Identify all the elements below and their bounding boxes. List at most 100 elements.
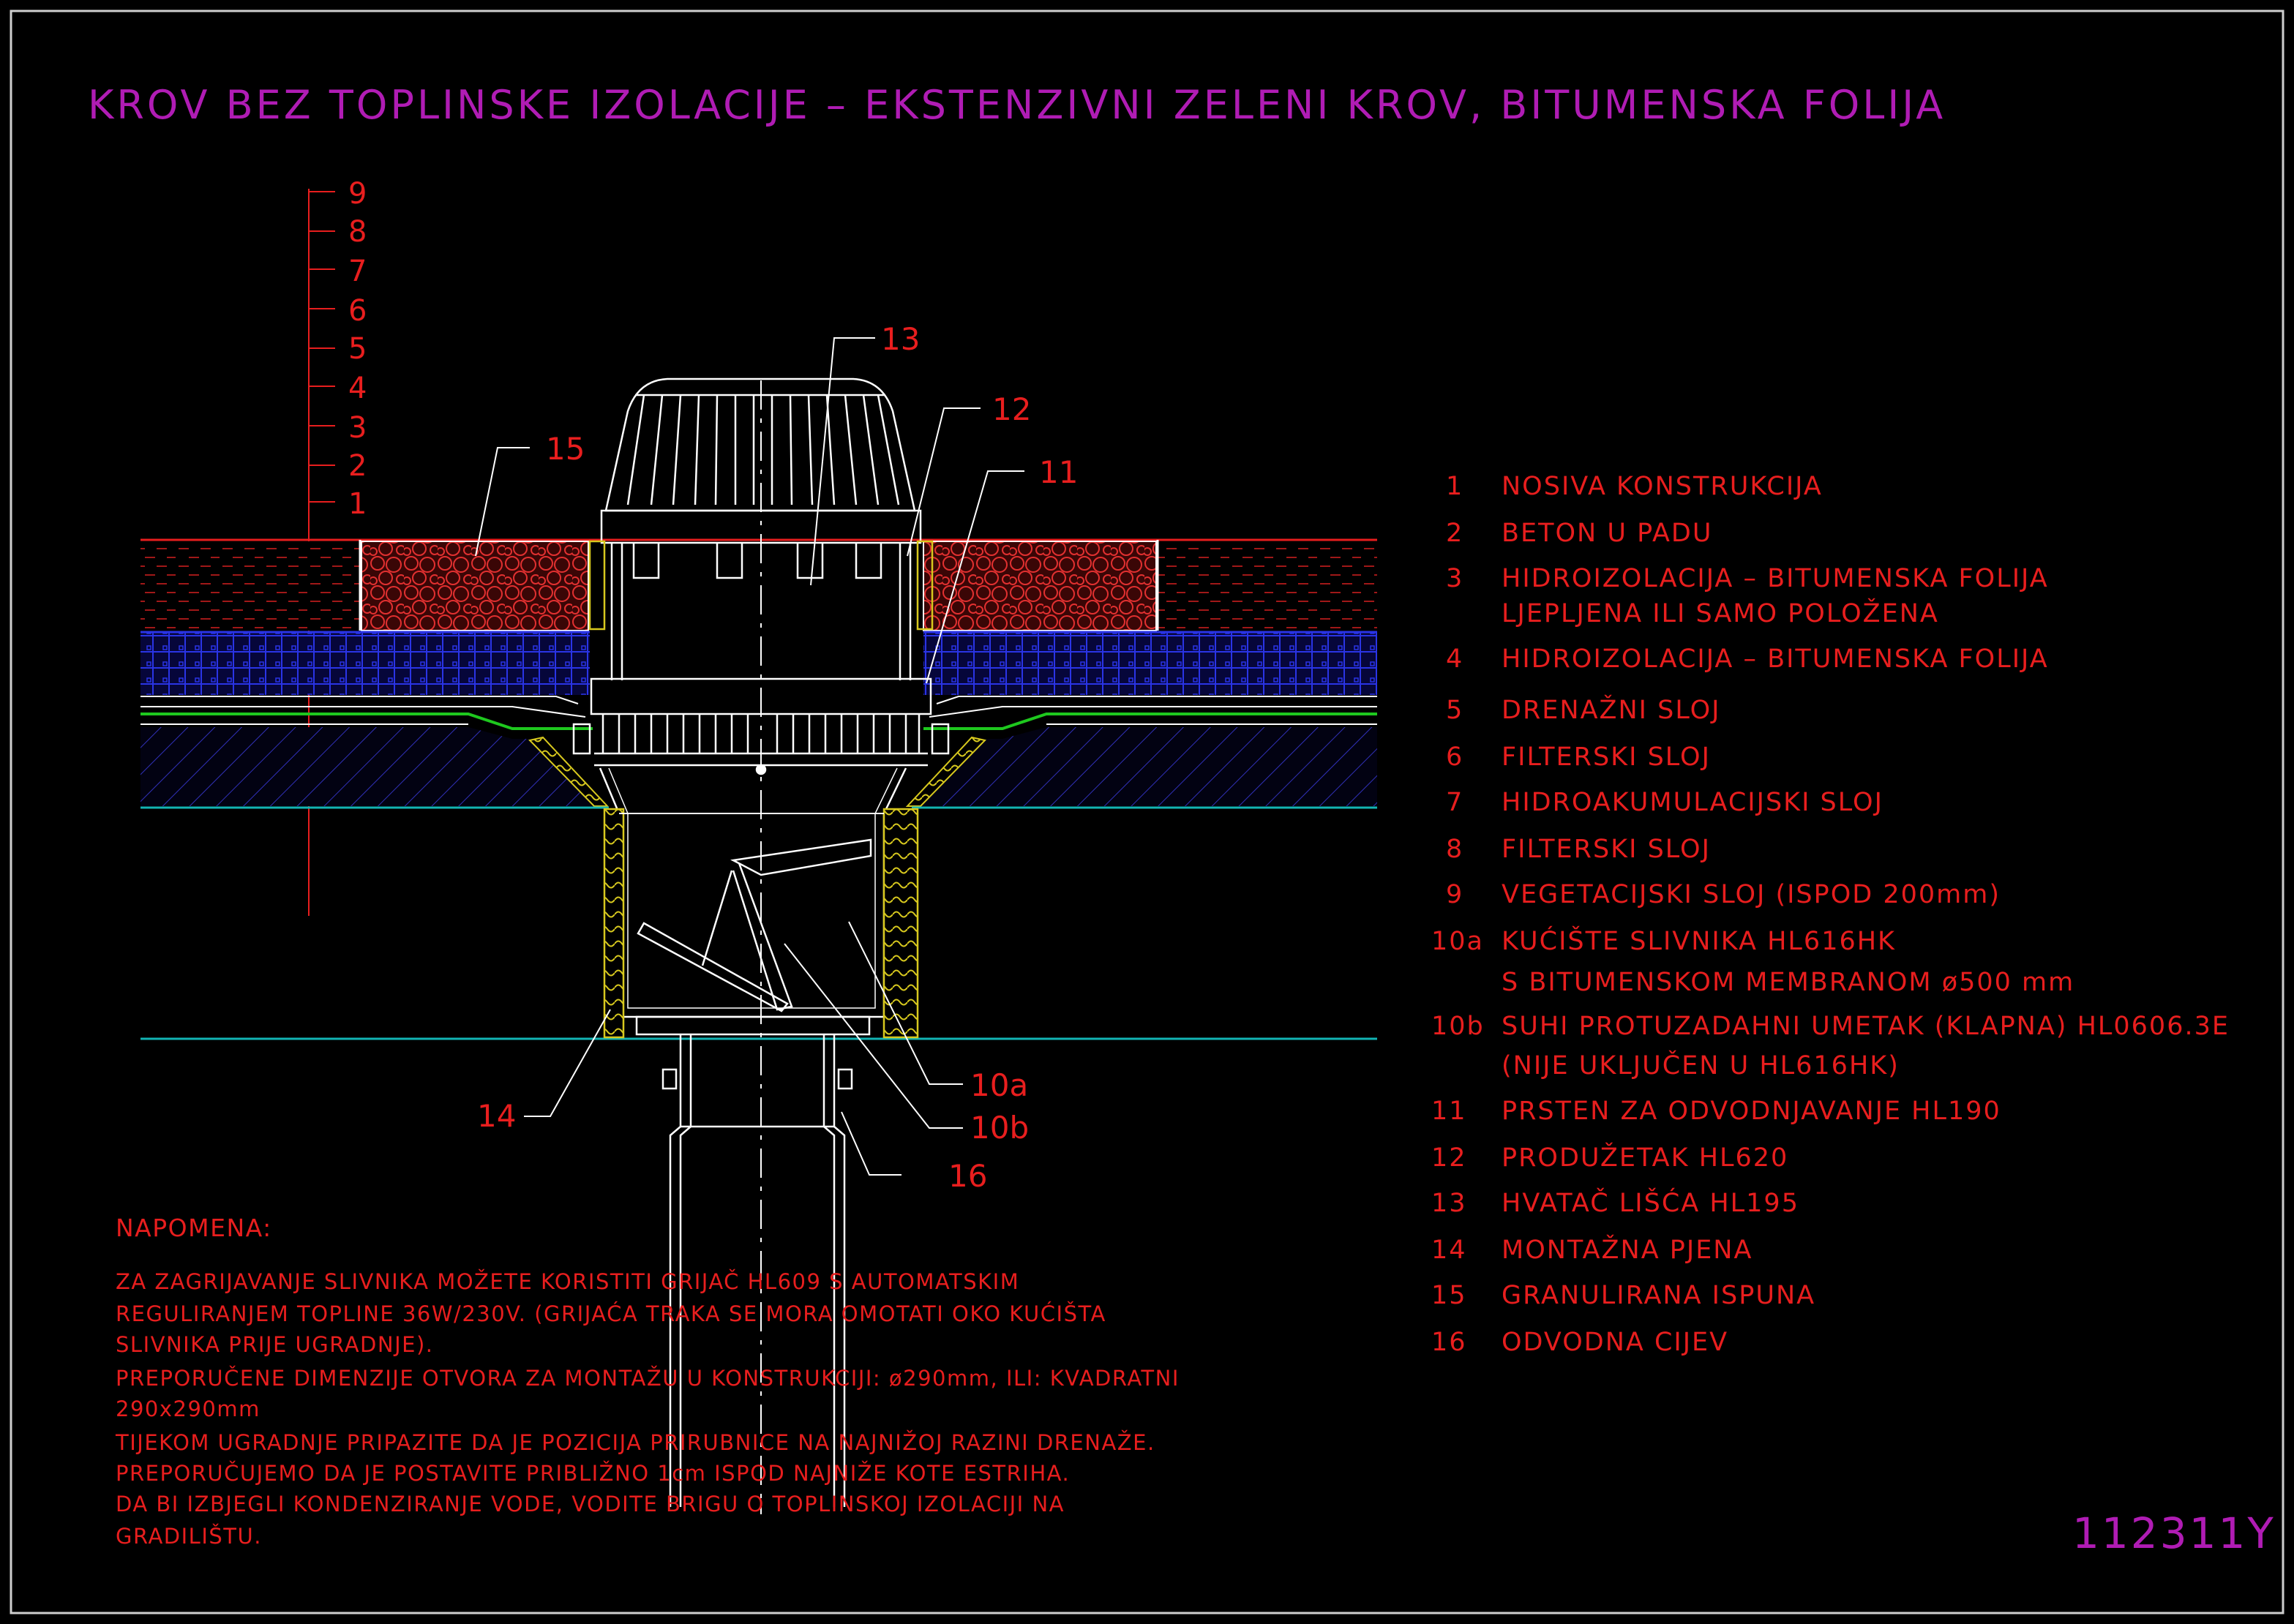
svg-text:FILTERSKI SLOJ: FILTERSKI SLOJ: [1502, 835, 1711, 864]
svg-text:HIDROIZOLACIJA – BITUMENSKA FO: HIDROIZOLACIJA – BITUMENSKA FOLIJA: [1502, 564, 2049, 593]
legend: 1 NOSIVA KONSTRUKCIJA 2 BETON U PADU 3 H…: [1431, 472, 2230, 1357]
note-line-2: REGULIRANJEM TOPLINE 36W/230V. (GRIJAĆA …: [116, 1301, 1106, 1326]
svg-text:PRODUŽETAK HL620: PRODUŽETAK HL620: [1502, 1142, 1788, 1173]
svg-text:SUHI PROTUZADAHNI UMETAK (KLAP: SUHI PROTUZADAHNI UMETAK (KLAPNA) HL0606…: [1502, 1012, 2230, 1041]
callout-10a: 10a: [970, 1067, 1028, 1103]
scale-label-4: 4: [348, 372, 367, 405]
svg-text:VEGETACIJSKI SLOJ (ISPOD 200mm: VEGETACIJSKI SLOJ (ISPOD 200mm): [1502, 880, 2001, 909]
svg-text:MONTAŽNA PJENA: MONTAŽNA PJENA: [1502, 1234, 1753, 1265]
legend-item-12: 12 PRODUŽETAK HL620: [1431, 1142, 1788, 1173]
svg-text:HIDROIZOLACIJA – BITUMENSKA FO: HIDROIZOLACIJA – BITUMENSKA FOLIJA: [1502, 644, 2049, 674]
svg-text:KUĆIŠTE SLIVNIKA HL616HK: KUĆIŠTE SLIVNIKA HL616HK: [1502, 925, 1896, 956]
drawing-frame: [10, 10, 2284, 1614]
svg-text:S BITUMENSKOM MEMBRANOM ø500 m: S BITUMENSKOM MEMBRANOM ø500 mm: [1502, 968, 2074, 997]
legend-item-10a: 10a KUĆIŠTE SLIVNIKA HL616HK S BITUMENSK…: [1431, 925, 2074, 997]
svg-text:BETON U PADU: BETON U PADU: [1502, 519, 1712, 548]
svg-text:13: 13: [1431, 1189, 1467, 1218]
note-line-8: DA BI IZBJEGLI KONDENZIRANJE VODE, VODIT…: [116, 1492, 1065, 1516]
svg-text:3: 3: [1446, 564, 1463, 593]
drawing-code: 112311Y: [2072, 1508, 2276, 1558]
note-line-7: PREPORUČUJEMO DA JE POSTAVITE PRIBLIŽNO …: [116, 1461, 1070, 1486]
hydro-accumulation-right: [923, 632, 1377, 695]
callout-14: 14: [477, 1098, 516, 1134]
callout-16: 16: [948, 1158, 987, 1194]
scale-label-7: 7: [348, 255, 367, 288]
extension-tube: [588, 540, 934, 680]
callout-labels: 13 12 11 15 14 10a 10b 16: [477, 321, 1078, 1194]
svg-text:GRANULIRANA ISPUNA: GRANULIRANA ISPUNA: [1502, 1281, 1815, 1310]
backflow-flap: [637, 838, 872, 1012]
legend-item-1: 1 NOSIVA KONSTRUKCIJA: [1446, 472, 1823, 501]
svg-text:10b: 10b: [1431, 1012, 1485, 1041]
legend-item-5: 5 DRENAŽNI SLOJ: [1446, 694, 1720, 725]
legend-item-15: 15 GRANULIRANA ISPUNA: [1431, 1281, 1815, 1310]
note-line-4: PREPORUČENE DIMENZIJE OTVORA ZA MONTAŽU …: [116, 1366, 1180, 1391]
legend-item-10b: 10b SUHI PROTUZADAHNI UMETAK (KLAPNA) HL…: [1431, 1012, 2230, 1080]
svg-text:11: 11: [1431, 1097, 1467, 1126]
legend-item-9: 9 VEGETACIJSKI SLOJ (ISPOD 200mm): [1446, 880, 2001, 909]
legend-item-2: 2 BETON U PADU: [1446, 519, 1712, 548]
legend-item-8: 8 FILTERSKI SLOJ: [1446, 835, 1711, 864]
svg-text:PRSTEN ZA ODVODNJAVANJE HL190: PRSTEN ZA ODVODNJAVANJE HL190: [1502, 1097, 2001, 1126]
concrete-left: [140, 727, 609, 806]
svg-text:1: 1: [1446, 472, 1463, 501]
scale-label-1: 1: [348, 487, 367, 521]
layer-scale-labels: 1 2 3 4 5 6 7 8 9: [348, 177, 367, 521]
svg-text:14: 14: [1431, 1236, 1467, 1265]
note-block: NAPOMENA: ZA ZAGRIJAVANJE SLIVNIKA MOŽET…: [115, 1214, 1180, 1549]
legend-item-11: 11 PRSTEN ZA ODVODNJAVANJE HL190: [1431, 1097, 2001, 1126]
drain-housing: [599, 767, 919, 1039]
scale-label-8: 8: [348, 215, 367, 249]
note-line-1: ZA ZAGRIJAVANJE SLIVNIKA MOŽETE KORISTIT…: [116, 1269, 1019, 1294]
drawing-title: KROV BEZ TOPLINSKE IZOLACIJE – EKSTENZIV…: [88, 82, 1946, 128]
svg-text:15: 15: [1431, 1281, 1467, 1310]
callout-leaders: [475, 337, 1024, 1176]
scale-label-3: 3: [348, 411, 367, 445]
drain-assembly: [572, 377, 950, 1514]
scale-label-5: 5: [348, 332, 367, 366]
svg-text:ODVODNA CIJEV: ODVODNA CIJEV: [1502, 1328, 1728, 1357]
svg-text:16: 16: [1431, 1328, 1467, 1357]
note-line-5: 290x290mm: [116, 1396, 260, 1421]
callout-12: 12: [992, 391, 1031, 427]
scale-label-9: 9: [348, 177, 367, 211]
scale-label-6: 6: [348, 294, 367, 328]
legend-item-7: 7 HIDROAKUMULACIJSKI SLOJ: [1446, 788, 1883, 817]
membrane-right: [923, 713, 1377, 730]
svg-text:HIDROAKUMULACIJSKI SLOJ: HIDROAKUMULACIJSKI SLOJ: [1502, 788, 1883, 817]
note-heading: NAPOMENA:: [116, 1214, 272, 1242]
note-line-3: SLIVNIKA PRIJE UGRADNJE).: [116, 1332, 434, 1357]
legend-item-16: 16 ODVODNA CIJEV: [1431, 1328, 1728, 1357]
granular-fill-right: [923, 541, 1157, 631]
svg-text:12: 12: [1431, 1143, 1467, 1173]
svg-text:6: 6: [1446, 743, 1463, 772]
svg-text:5: 5: [1446, 696, 1463, 725]
granular-fill-left: [361, 541, 589, 631]
svg-text:7: 7: [1446, 788, 1463, 817]
scale-label-2: 2: [348, 449, 367, 483]
svg-text:9: 9: [1446, 880, 1463, 909]
membrane-left: [140, 713, 593, 730]
note-line-9: GRADILIŠTU.: [116, 1524, 262, 1549]
svg-text:LJEPLJENA ILI SAMO POLOŽENA: LJEPLJENA ILI SAMO POLOŽENA: [1502, 598, 1939, 628]
legend-item-14: 14 MONTAŽNA PJENA: [1431, 1234, 1753, 1265]
svg-text:FILTERSKI SLOJ: FILTERSKI SLOJ: [1502, 743, 1711, 772]
concrete-right: [912, 727, 1377, 806]
note-line-6: TIJEKOM UGRADNJE PRIPAZITE DA JE POZICIJ…: [115, 1430, 1155, 1455]
svg-text:(NIJE UKLJUČEN U HL616HK): (NIJE UKLJUČEN U HL616HK): [1502, 1050, 1900, 1080]
callout-10b: 10b: [970, 1110, 1029, 1146]
svg-text:DRENAŽNI SLOJ: DRENAŽNI SLOJ: [1502, 694, 1720, 725]
legend-item-3: 3 HIDROIZOLACIJA – BITUMENSKA FOLIJA LJE…: [1446, 564, 2049, 628]
legend-item-13: 13 HVATAČ LIŠĆA HL195: [1431, 1187, 1799, 1218]
callout-15: 15: [546, 431, 585, 467]
svg-text:4: 4: [1446, 644, 1463, 674]
legend-item-4: 4 HIDROIZOLACIJA – BITUMENSKA FOLIJA: [1446, 644, 2049, 674]
svg-text:HVATAČ LIŠĆA HL195: HVATAČ LIŠĆA HL195: [1502, 1187, 1799, 1218]
svg-text:2: 2: [1446, 519, 1463, 548]
hydro-accumulation-left: [140, 632, 590, 695]
outlet-pipe: [635, 1015, 871, 1507]
callout-11: 11: [1039, 454, 1078, 490]
callout-13: 13: [881, 321, 920, 357]
svg-text:NOSIVA KONSTRUKCIJA: NOSIVA KONSTRUKCIJA: [1502, 472, 1823, 501]
